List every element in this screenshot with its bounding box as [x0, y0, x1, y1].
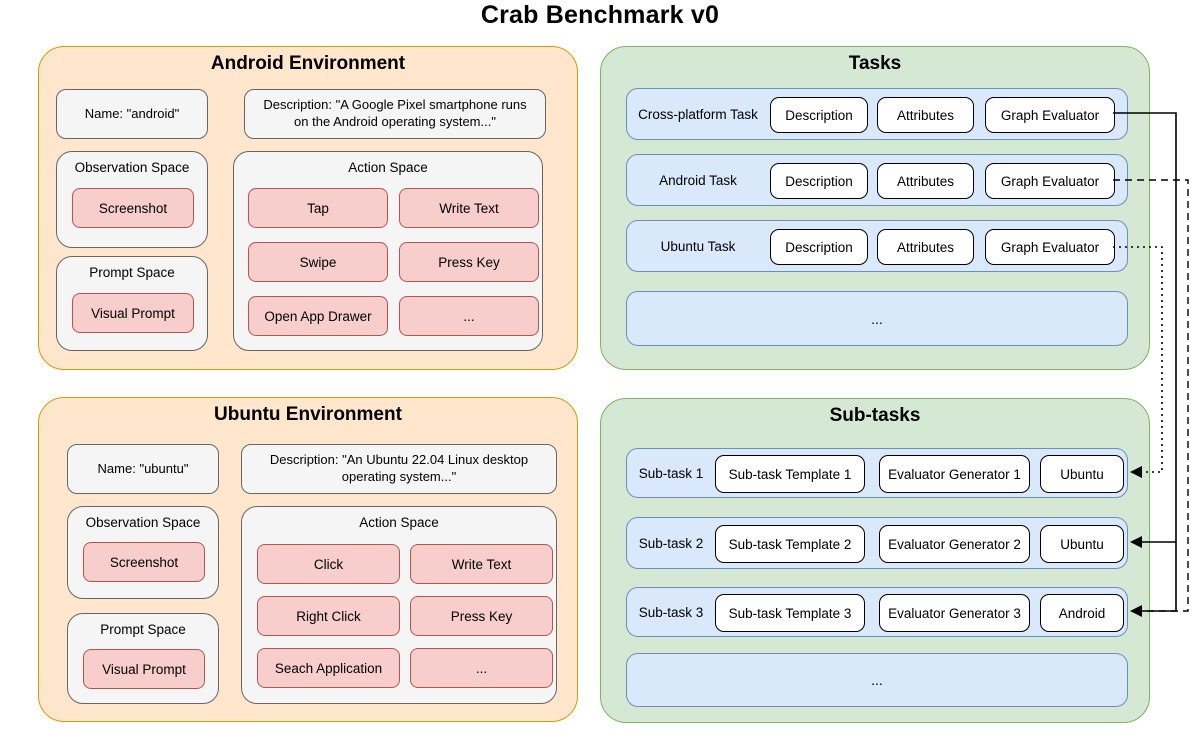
subtask-row-3: Sub-task 3 Sub-task Template 3 Evaluator…	[626, 587, 1128, 637]
subtask-template-box: Sub-task Template 1	[715, 455, 865, 493]
task-row-label: Cross-platform Task	[638, 106, 758, 122]
subtask-evaluator-generator-box: Evaluator Generator 1	[879, 455, 1030, 493]
task-description-box: Description	[770, 97, 868, 133]
task-description-box: Description	[770, 229, 868, 265]
android-action-open-app-drawer: Open App Drawer	[248, 296, 388, 336]
ubuntu-action-press-key: Press Key	[410, 596, 553, 636]
ubuntu-observation-space: Observation Space Screenshot	[67, 506, 219, 599]
android-action-ellipsis: ...	[399, 296, 539, 336]
android-observation-space-label: Observation Space	[74, 160, 190, 175]
subtask-row-2: Sub-task 2 Sub-task Template 2 Evaluator…	[626, 517, 1128, 569]
ubuntu-action-write-text: Write Text	[410, 544, 553, 584]
android-observation-screenshot: Screenshot	[72, 188, 194, 228]
ubuntu-action-ellipsis: ...	[410, 648, 553, 688]
ubuntu-environment-panel: Ubuntu Environment Name: "ubuntu" Descri…	[38, 397, 578, 722]
android-action-swipe: Swipe	[248, 242, 388, 282]
subtask-row-label: Sub-task 2	[638, 535, 704, 551]
android-action-space: Action Space Tap Write Text Swipe Press …	[233, 151, 543, 351]
tasks-title: Tasks	[848, 53, 902, 74]
page-title: Crab Benchmark v0	[480, 1, 720, 29]
subtasks-title: Sub-tasks	[829, 405, 921, 426]
task-row-label: Android Task	[659, 172, 737, 188]
ubuntu-observation-space-label: Observation Space	[85, 515, 201, 530]
task-row-label: Ubuntu Task	[660, 238, 736, 254]
ubuntu-name-box: Name: "ubuntu"	[67, 444, 219, 494]
android-action-write-text: Write Text	[399, 188, 539, 228]
subtask-row-1: Sub-task 1 Sub-task Template 1 Evaluator…	[626, 448, 1128, 498]
subtask-evaluator-generator-box: Evaluator Generator 3	[879, 594, 1030, 632]
subtask-row-label: Sub-task 3	[638, 604, 704, 620]
ubuntu-action-space: Action Space Click Write Text Right Clic…	[241, 506, 557, 704]
task-graph-evaluator-box: Graph Evaluator	[985, 97, 1115, 133]
ubuntu-prompt-space-label: Prompt Space	[100, 622, 186, 637]
android-environment-title: Android Environment	[210, 53, 406, 74]
android-prompt-space: Prompt Space Visual Prompt	[56, 256, 208, 351]
android-action-tap: Tap	[248, 188, 388, 228]
android-name-box: Name: "android"	[56, 89, 208, 139]
task-row-ubuntu: Ubuntu Task Description Attributes Graph…	[626, 220, 1128, 272]
task-attributes-box: Attributes	[877, 163, 974, 199]
subtask-template-box: Sub-task Template 2	[715, 525, 865, 563]
ubuntu-prompt-space: Prompt Space Visual Prompt	[67, 613, 219, 704]
android-prompt-visual-prompt: Visual Prompt	[72, 293, 194, 333]
subtask-env-box: Ubuntu	[1040, 525, 1124, 563]
ubuntu-prompt-visual-prompt: Visual Prompt	[83, 649, 205, 689]
subtask-row-ellipsis: ...	[626, 653, 1128, 707]
task-row-cross-platform: Cross-platform Task Description Attribut…	[626, 88, 1128, 140]
android-action-space-label: Action Space	[348, 160, 428, 175]
android-action-press-key: Press Key	[399, 242, 539, 282]
task-attributes-box: Attributes	[877, 229, 974, 265]
task-graph-evaluator-box: Graph Evaluator	[985, 163, 1115, 199]
subtasks-panel: Sub-tasks Sub-task 1 Sub-task Template 1…	[600, 398, 1150, 723]
subtask-template-box: Sub-task Template 3	[715, 594, 865, 632]
ubuntu-action-right-click: Right Click	[257, 596, 400, 636]
ubuntu-environment-title: Ubuntu Environment	[214, 404, 402, 425]
android-description-box: Description: "A Google Pixel smartphone …	[244, 89, 546, 139]
task-row-android: Android Task Description Attributes Grap…	[626, 154, 1128, 206]
subtask-env-box: Android	[1040, 594, 1124, 632]
android-observation-space: Observation Space Screenshot	[56, 151, 208, 248]
task-attributes-box: Attributes	[877, 97, 974, 133]
ubuntu-action-click: Click	[257, 544, 400, 584]
android-prompt-space-label: Prompt Space	[89, 265, 175, 280]
ubuntu-action-search-application: Seach Application	[257, 648, 400, 688]
task-row-ellipsis: ...	[626, 291, 1128, 346]
android-environment-panel: Android Environment Name: "android" Desc…	[38, 46, 578, 370]
subtask-env-box: Ubuntu	[1040, 455, 1124, 493]
task-description-box: Description	[770, 163, 868, 199]
task-graph-evaluator-box: Graph Evaluator	[985, 229, 1115, 265]
tasks-panel: Tasks Cross-platform Task Description At…	[600, 46, 1150, 370]
subtask-row-label: Sub-task 1	[638, 465, 704, 481]
ubuntu-action-space-label: Action Space	[359, 515, 439, 530]
ubuntu-observation-screenshot: Screenshot	[83, 542, 205, 582]
subtask-evaluator-generator-box: Evaluator Generator 2	[879, 525, 1030, 563]
ubuntu-description-box: Description: "An Ubuntu 22.04 Linux desk…	[241, 444, 557, 494]
